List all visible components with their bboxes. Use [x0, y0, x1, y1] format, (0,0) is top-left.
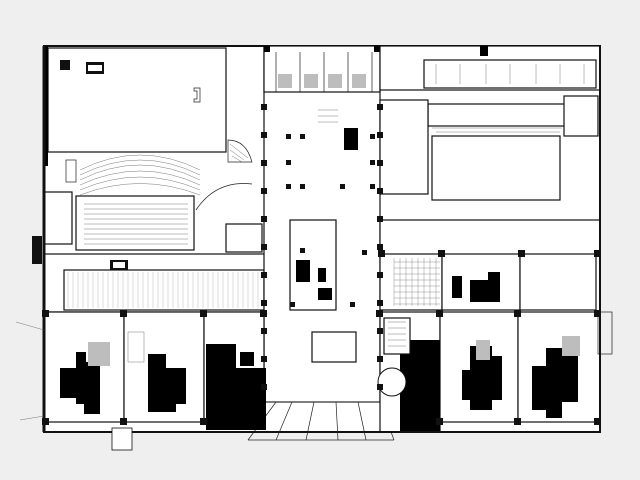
- pier: [514, 310, 521, 317]
- pier: [120, 310, 127, 317]
- pier: [200, 310, 207, 317]
- pier: [377, 300, 383, 306]
- structural-columns: [42, 104, 601, 425]
- pier: [377, 384, 383, 390]
- north-east-offices: [379, 45, 601, 201]
- hall-column: [370, 160, 375, 165]
- west-site-line: [15, 321, 45, 421]
- east-wing: [379, 219, 601, 311]
- pier: [514, 418, 521, 425]
- hall-column: [300, 248, 305, 253]
- pier: [261, 132, 267, 138]
- hall-column: [290, 302, 295, 307]
- pier: [120, 418, 127, 425]
- pier: [518, 250, 525, 257]
- pier: [377, 244, 383, 250]
- pier: [261, 384, 267, 390]
- hall-column: [300, 184, 305, 189]
- pier: [377, 132, 383, 138]
- pier: [261, 272, 267, 278]
- central-hall: [246, 45, 396, 441]
- auditorium-block: [44, 46, 253, 211]
- pier: [377, 356, 383, 362]
- pier: [377, 272, 383, 278]
- west-entry: [111, 427, 133, 451]
- hall-column: [300, 134, 305, 139]
- hall-column: [350, 302, 355, 307]
- west-corridor: [43, 253, 267, 313]
- pier: [594, 250, 601, 257]
- pier: [377, 188, 383, 194]
- pier: [261, 160, 267, 166]
- south-galleries: [43, 311, 613, 433]
- pier: [260, 310, 267, 317]
- pier: [261, 328, 267, 334]
- pier: [436, 310, 443, 317]
- pier: [378, 250, 385, 257]
- hall-column: [370, 184, 375, 189]
- pier: [436, 418, 443, 425]
- hall-column: [362, 250, 367, 255]
- pier: [261, 300, 267, 306]
- pier: [377, 160, 383, 166]
- pier: [377, 104, 383, 110]
- pier: [261, 216, 267, 222]
- pier: [377, 328, 383, 334]
- pier: [261, 104, 267, 110]
- pier: [261, 188, 267, 194]
- pier: [376, 310, 383, 317]
- pier: [200, 418, 207, 425]
- pier: [377, 216, 383, 222]
- hall-column: [286, 134, 291, 139]
- pier: [261, 244, 267, 250]
- pier: [594, 310, 601, 317]
- hall-column: [370, 134, 375, 139]
- pier: [261, 356, 267, 362]
- lecture-hall: [32, 191, 263, 264]
- hall-column: [286, 160, 291, 165]
- pier: [438, 250, 445, 257]
- hall-column: [340, 184, 345, 189]
- pier: [594, 418, 601, 425]
- hall-column: [286, 184, 291, 189]
- stair-cores: [263, 45, 381, 93]
